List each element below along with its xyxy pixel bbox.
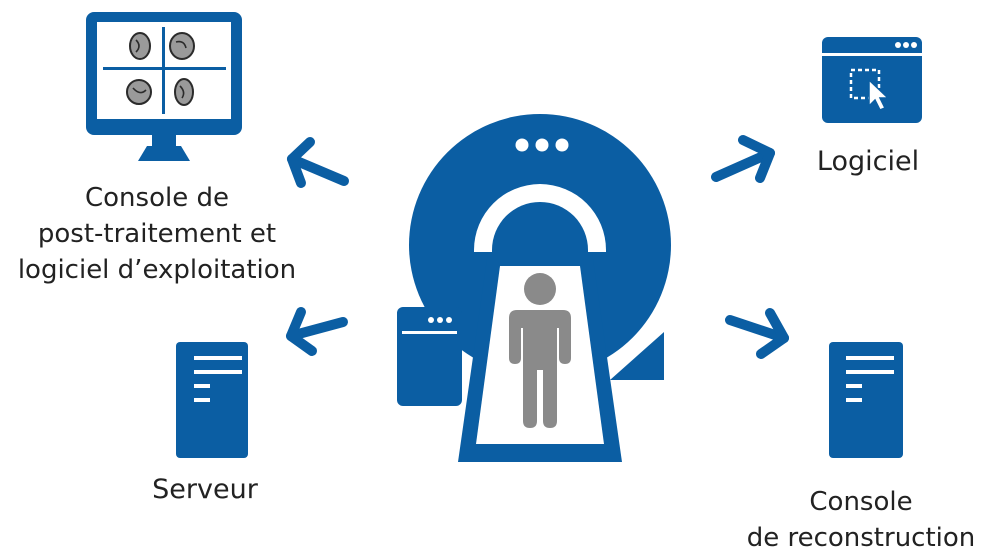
arrow-to-post-processing-console-icon: [287, 137, 349, 188]
post-processing-monitor-icon: [86, 12, 242, 161]
software-label: Logiciel: [800, 144, 936, 180]
label-line: de reconstruction: [746, 523, 976, 553]
gantry-dot-icon: [555, 138, 569, 152]
arrow-to-server-icon: [286, 307, 348, 356]
patient-person-icon: [509, 273, 571, 428]
post-processing-console-label: Console de post-traitement et logiciel d…: [4, 180, 310, 288]
arrow-to-software-icon: [711, 135, 775, 183]
label-line: logiciel d’exploitation: [17, 255, 297, 285]
server-tower-icon: [176, 342, 248, 458]
label-line: Logiciel: [816, 146, 920, 177]
reconstruction-console-label: Console de reconstruction: [738, 484, 984, 556]
reconstruction-server-tower-icon: [829, 342, 903, 458]
brain-scan-icon: [126, 32, 195, 106]
label-line: Serveur: [152, 474, 258, 505]
label-line: post-traitement et: [37, 219, 277, 249]
server-label: Serveur: [135, 472, 275, 508]
gantry-dot-icon: [515, 138, 529, 152]
label-line: Console de: [85, 183, 229, 213]
label-line: Console: [809, 487, 913, 517]
scanner-control-cabinet-icon: [397, 307, 462, 406]
app-window-with-cursor-icon: [822, 37, 922, 123]
gantry-dot-icon: [535, 138, 549, 152]
cursor-icon: [868, 78, 890, 111]
arrow-to-reconstruction-console-icon: [725, 308, 789, 359]
